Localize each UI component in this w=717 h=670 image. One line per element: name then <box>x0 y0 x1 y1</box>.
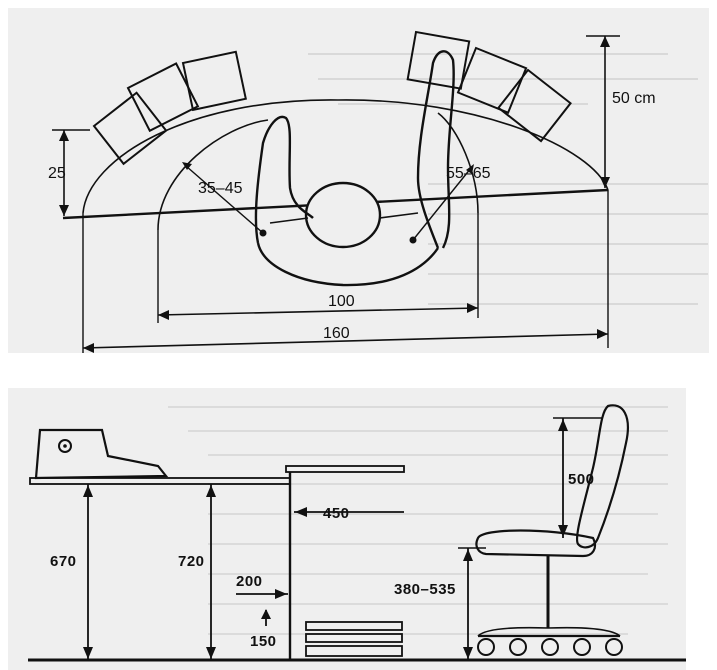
panel-box <box>92 91 168 166</box>
outer-reach-leader-arrow <box>466 164 474 174</box>
inner-reach-arc-left <box>157 119 269 231</box>
outer-reach-label: 55–65 <box>446 165 491 182</box>
span-160-dim-line <box>82 333 609 349</box>
operator-figure <box>254 50 455 287</box>
chair-caster <box>605 638 623 656</box>
span-100-arrow-left <box>158 310 169 320</box>
show-through-text <box>308 53 708 305</box>
reach-zone-panel: 50 cm 25 35–45 55–65 100 160 <box>8 8 709 353</box>
chair-backrest <box>576 404 629 549</box>
show-through-text <box>168 406 668 635</box>
span-100-arrow-right <box>467 303 478 313</box>
workstation-elevation-diagram: 670 720 450 200 150 380–535 <box>28 404 686 662</box>
chair-caster <box>477 638 495 656</box>
chair-base-arc <box>477 626 621 637</box>
keyboard-surface <box>29 477 291 485</box>
screen-height-label: 670 <box>50 553 77 570</box>
chair-seat <box>475 529 597 558</box>
terminal-indicator <box>58 439 72 453</box>
inner-reach-leader <box>185 165 264 234</box>
legroom-depth-label: 450 <box>323 505 350 522</box>
inner-reach-label: 35–45 <box>198 180 243 197</box>
depth-25-arrow-top <box>59 130 69 141</box>
right-forearm-line <box>379 212 419 219</box>
terminal-housing <box>34 428 169 480</box>
footrest <box>305 621 403 657</box>
left-display-panels <box>92 50 247 166</box>
height-50-arrow-top <box>600 36 610 47</box>
right-display-panels <box>406 30 572 143</box>
span-160-arrow-left <box>83 343 94 353</box>
depth-25-label: 25 <box>48 165 66 182</box>
span-100-label: 100 <box>328 293 355 310</box>
inner-reach-leader-arrow <box>182 162 192 170</box>
seat-height-arrow-top <box>463 549 473 561</box>
left-forearm-line <box>269 217 309 224</box>
left-arm-outline <box>254 115 314 244</box>
panel-box <box>181 50 247 112</box>
depth-25-arrow-bottom <box>59 205 69 216</box>
span-160-label: 160 <box>323 325 350 342</box>
screen-height-arrow-top <box>83 485 93 497</box>
footrest-height-label: 150 <box>250 633 277 650</box>
backrest-height-label: 500 <box>568 471 595 488</box>
outer-reach-leader <box>412 167 472 241</box>
span-100-dim-line <box>157 307 479 316</box>
chair-caster <box>509 638 527 656</box>
footrest-step <box>305 633 403 643</box>
legroom-depth-arrow-left <box>295 507 307 517</box>
inner-reach-arc-right <box>437 112 479 214</box>
seat-height-arrow-bottom <box>463 647 473 659</box>
desk-height-arrow-top <box>206 485 216 497</box>
footrest-depth-label: 200 <box>236 573 263 590</box>
panel-box <box>497 68 572 143</box>
head-outline <box>304 181 382 249</box>
workstation-elevation-panel: 670 720 450 200 150 380–535 <box>8 388 686 670</box>
terminal-device <box>34 428 169 480</box>
chair-caster <box>541 638 559 656</box>
right-arm-outline <box>416 50 455 249</box>
seat-height-label: 380–535 <box>394 581 456 598</box>
office-chair <box>475 404 629 656</box>
shoulders-outline <box>256 242 439 287</box>
panel-box <box>126 62 200 133</box>
footrest-step <box>305 645 403 657</box>
panel-box <box>456 46 528 115</box>
height-50-label: 50 cm <box>612 90 656 107</box>
outer-reach-arc <box>82 99 609 214</box>
desk-height-arrow-bottom <box>206 647 216 659</box>
reach-zone-diagram: 50 cm 25 35–45 55–65 100 160 <box>48 30 708 353</box>
terminal-indicator-dot <box>63 444 67 448</box>
screen-height-arrow-bottom <box>83 647 93 659</box>
backrest-height-arrow-top <box>558 419 568 431</box>
panel-box <box>406 30 471 90</box>
height-50-arrow-bottom <box>600 177 610 188</box>
chair-caster <box>573 638 591 656</box>
footrest-height-arrow-top <box>261 609 271 619</box>
backrest-height-arrow-bottom <box>558 525 568 537</box>
footrest-step <box>305 621 403 631</box>
desk-height-label: 720 <box>178 553 205 570</box>
desk-top <box>285 465 405 473</box>
span-160-arrow-right <box>597 329 608 339</box>
footrest-depth-arrow-right <box>275 589 287 599</box>
